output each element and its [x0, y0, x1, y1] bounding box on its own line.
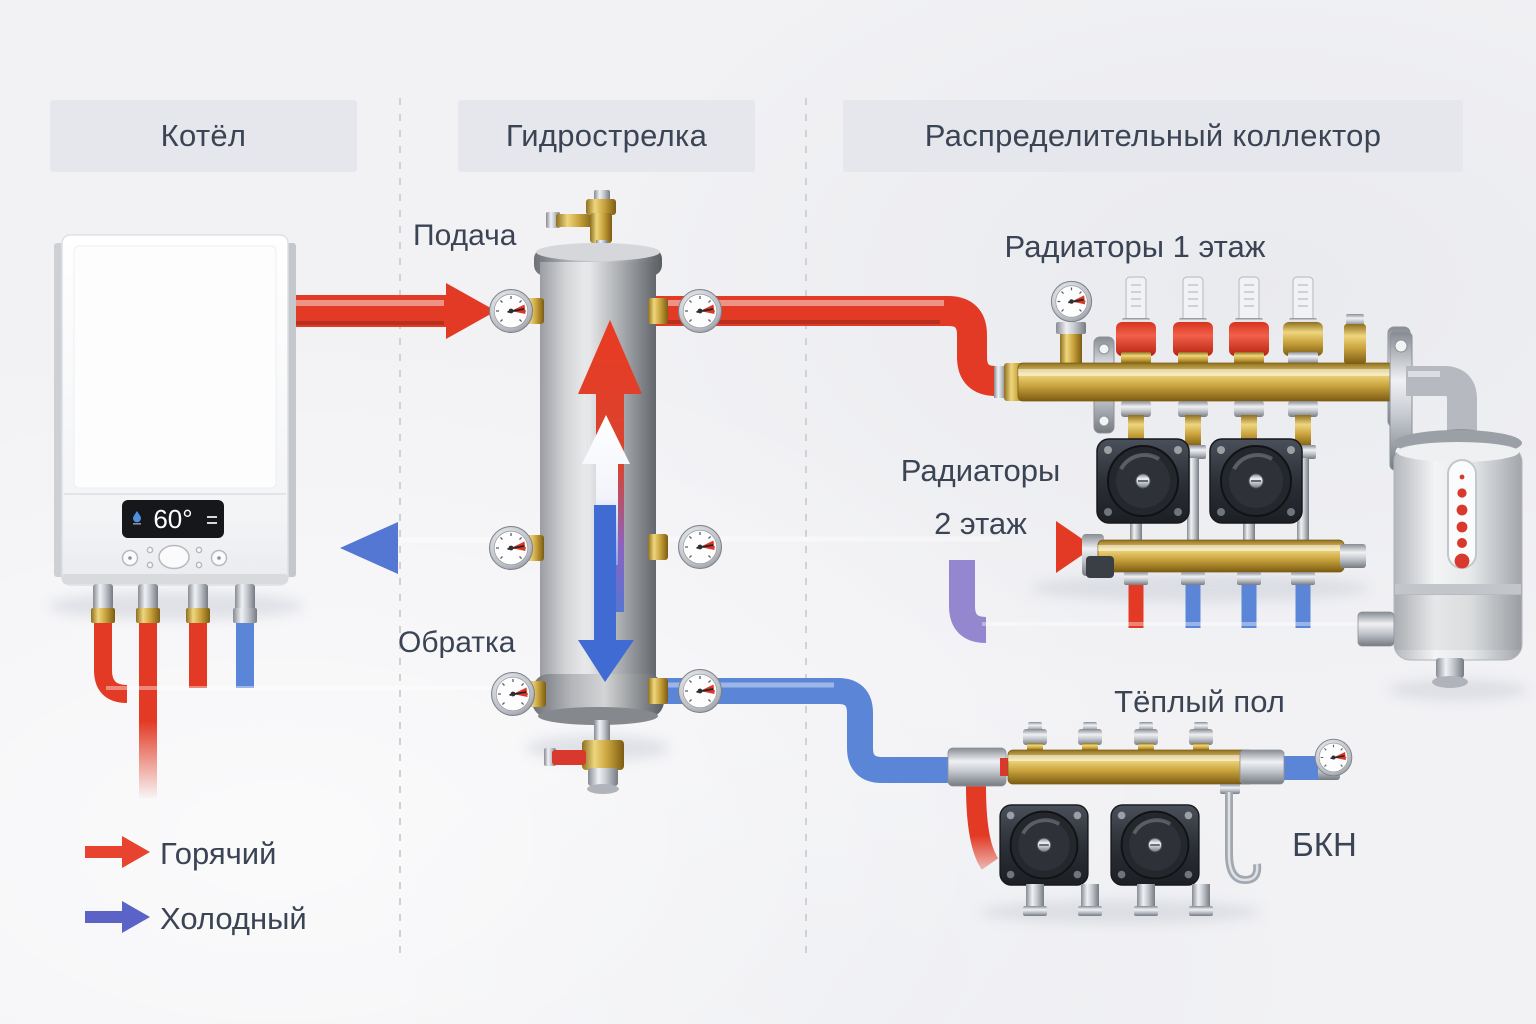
flow-arrow-floor2 [1056, 521, 1094, 573]
label-radiators-floor2-line1: Радиаторы [900, 453, 1061, 488]
circulation-pump-2 [1208, 437, 1304, 525]
drain-valve [544, 720, 624, 794]
menu-lines-icon [207, 516, 217, 524]
storage-tank [1357, 331, 1523, 688]
legend [85, 836, 150, 933]
boiler-controls [121, 544, 228, 570]
label-radiators-floor2-line2: 2 этаж [934, 506, 1027, 542]
gauge-bottom-left [490, 671, 536, 717]
boiler-display [122, 500, 224, 538]
arrow-cold-down [578, 505, 634, 682]
floor-bottom-fittings [1023, 884, 1213, 916]
gauge-mid-left [488, 525, 534, 571]
header-boiler: Котёл [50, 100, 357, 172]
legend-hot-label: Горячий [160, 836, 277, 871]
header-boiler-label: Котёл [160, 118, 247, 153]
label-radiators-floor2: Радиаторы 2 этаж [878, 444, 1083, 551]
floor-valve-caps [1023, 722, 1213, 751]
label-underfloor: Тёплый пол [1114, 684, 1285, 719]
pipe-floor-hot-stub [966, 785, 999, 870]
arrow-mix-up [582, 415, 630, 565]
legend-hot-arrow [85, 836, 150, 868]
gauge-supply-right [677, 288, 723, 334]
gauge-manifold [1050, 280, 1093, 323]
boiler-main-button [158, 544, 190, 570]
boiler-fittings [91, 584, 257, 623]
water-drop-icon [132, 511, 141, 525]
label-radiators-floor1: Радиаторы 1 этаж [1004, 229, 1266, 264]
tank-top-pipe [1406, 366, 1477, 436]
flow-arrow-hot-supply [446, 283, 496, 339]
gauge-mid-right [677, 524, 723, 570]
legend-cold-arrow [85, 901, 150, 933]
header-separator-label: Гидрострелка [505, 118, 708, 153]
legend-cold-label: Холодный [160, 901, 307, 936]
boiler-display-temperature: 60° [153, 504, 192, 534]
gauge-supply-left [488, 288, 534, 334]
header-collector: Распределительный коллектор [843, 100, 1463, 172]
header-separator: Гидрострелка [458, 100, 755, 172]
header-collector-label: Распределительный коллектор [924, 118, 1382, 153]
pipes [94, 283, 1392, 870]
floor-pump-1 [998, 803, 1090, 887]
radiator-manifold [994, 276, 1411, 585]
underfloor-manifold [947, 722, 1340, 916]
flow-arrow-cold-return [340, 522, 398, 574]
gauge-floor [1314, 738, 1353, 777]
label-supply: Подача [413, 219, 517, 252]
pipe-return-floor [650, 678, 954, 783]
flow-meters [1116, 276, 1323, 364]
return-bar [1097, 539, 1345, 573]
hydraulic-separator [524, 190, 668, 794]
gauge-bottom-right [677, 668, 723, 714]
floor-pump-2 [1109, 803, 1201, 887]
boiler-unit: 60° [54, 234, 296, 623]
pipe-supply-manifold [650, 296, 1020, 396]
supply-bar [1017, 362, 1399, 402]
label-return: Обратка [398, 626, 516, 659]
label-bkn: БКН [1292, 826, 1357, 863]
circulation-pump-1 [1095, 437, 1191, 525]
